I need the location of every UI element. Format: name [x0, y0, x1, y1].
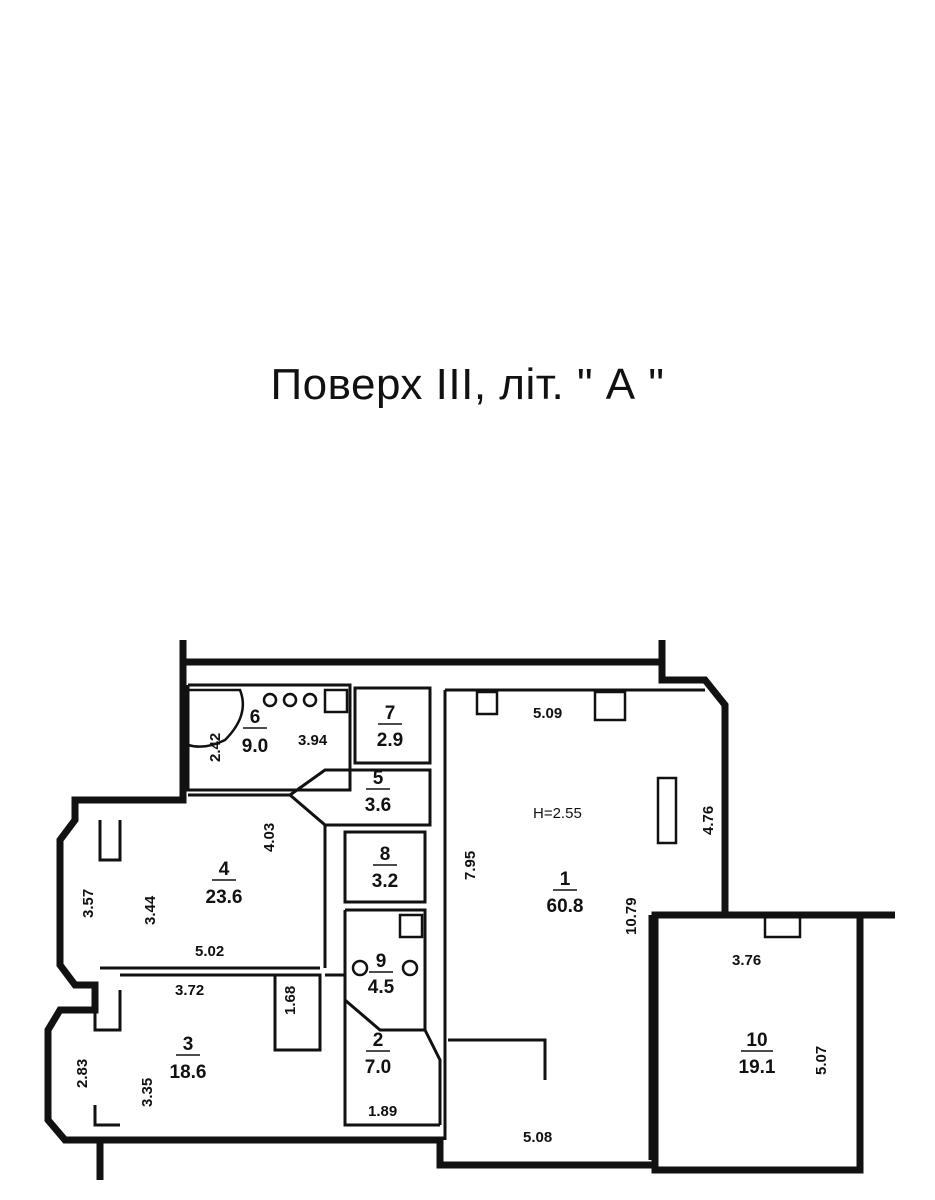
room-8-area: 3.2 [372, 871, 398, 892]
room-7-area: 2.9 [377, 730, 403, 751]
sink-icon-2 [282, 692, 298, 708]
page-title: Поверх III, літ. " А " [270, 360, 665, 409]
room-10-area: 19.1 [739, 1057, 776, 1078]
ceiling-height: H=2.55 [533, 805, 582, 822]
dim-5-08: 5.08 [523, 1129, 552, 1146]
room-4-area: 23.6 [206, 887, 243, 908]
dim-3-76: 3.76 [732, 952, 761, 969]
room-3-area: 18.6 [170, 1062, 207, 1083]
room-4-number: 4 [219, 859, 230, 880]
dim-3-72: 3.72 [175, 982, 204, 999]
outer-walls [44, 640, 895, 1180]
dim-3-35: 3.35 [139, 1078, 156, 1107]
room-10-number: 10 [746, 1030, 767, 1051]
dim-5-02: 5.02 [195, 943, 224, 960]
dim-3-94: 3.94 [298, 732, 328, 749]
room-6-area: 9.0 [242, 736, 268, 757]
dim-7-95: 7.95 [462, 851, 479, 880]
room-1-number: 1 [560, 869, 571, 890]
dim-3-57: 3.57 [80, 889, 97, 918]
dim-5-09: 5.09 [533, 705, 562, 722]
dim-4-03: 4.03 [261, 823, 278, 852]
dimension-labels: 5.09 4.76 7.95 10.79 5.08 3.76 5.07 3.94… [74, 705, 830, 1146]
sink-icon-1 [262, 692, 278, 708]
room-9-area: 4.5 [368, 977, 395, 998]
dim-1-68: 1.68 [282, 986, 299, 1015]
room-6-number: 6 [250, 707, 261, 728]
room-2-number: 2 [373, 1030, 384, 1051]
room-7-number: 7 [385, 703, 396, 724]
dim-4-76: 4.76 [700, 806, 717, 835]
dim-1-89: 1.89 [368, 1103, 397, 1120]
bathtub-icon [186, 688, 245, 748]
sink-icon-3 [302, 692, 318, 708]
room-3-number: 3 [183, 1034, 194, 1055]
dim-2-42: 2.42 [207, 733, 224, 762]
sink-icon-kitchen [475, 690, 499, 716]
toilet-icon-2 [401, 959, 419, 977]
fixtures [186, 688, 802, 977]
dim-2-83: 2.83 [74, 1059, 91, 1088]
counter-icon [656, 776, 678, 845]
room-5-area: 3.6 [365, 795, 391, 816]
room-9-number: 9 [376, 951, 387, 972]
stairs-icon [763, 913, 802, 939]
dim-5-07: 5.07 [813, 1046, 830, 1075]
dim-10-79: 10.79 [623, 897, 640, 935]
room-2-area: 7.0 [365, 1057, 391, 1078]
room-8-number: 8 [380, 844, 391, 865]
shower-icon [323, 688, 349, 714]
interior-walls [93, 683, 705, 1160]
dim-3-44: 3.44 [142, 895, 159, 925]
room-labels: 1 60.8 2 7.0 3 18.6 4 23.6 5 3.6 6 9.0 7… [170, 703, 776, 1083]
stove-icon [593, 690, 627, 722]
room-5-number: 5 [373, 768, 384, 789]
shower-icon-2 [398, 913, 424, 939]
room-1-area: 60.8 [547, 896, 584, 917]
toilet-icon [351, 959, 369, 977]
